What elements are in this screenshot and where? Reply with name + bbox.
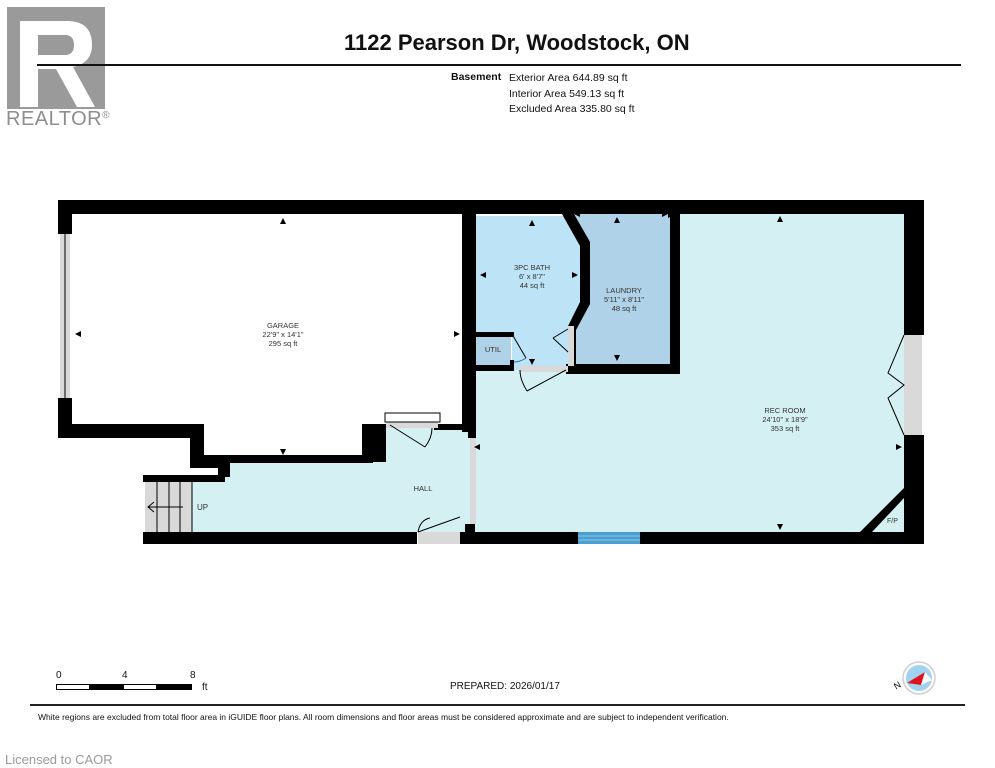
- prepared-date: PREPARED: 2026/01/17: [450, 681, 560, 692]
- room-area: 48 sq ft: [611, 304, 637, 313]
- util-fill: [476, 335, 511, 365]
- interior-area: Interior Area 549.13 sq ft: [509, 87, 624, 100]
- room-name: 3PC BATH: [513, 263, 551, 272]
- room-name: HALL: [413, 484, 433, 493]
- area-summary: Exterior Area 644.89 sq ft Interior Area…: [509, 71, 635, 118]
- excluded-area: Excluded Area 335.80 sq ft: [509, 103, 635, 115]
- room-name: GARAGE: [266, 321, 300, 330]
- room-laundry: LAUNDRY 5'11" x 8'11" 48 sq ft: [604, 286, 644, 313]
- room-dimensions: 24'10" x 18'9": [762, 415, 808, 424]
- footer-divider: [30, 704, 965, 706]
- bath-fill: [476, 216, 582, 370]
- room-3pc-bath: 3PC BATH 6' x 8'7" 44 sq ft: [514, 263, 550, 290]
- room-dimensions: 5'11" x 8'11": [603, 295, 645, 304]
- doors: [374, 328, 905, 533]
- walls: [58, 200, 924, 544]
- laundry-fill: [574, 214, 670, 366]
- room-name: REC ROOM: [764, 406, 806, 415]
- scale-tick-8: 8: [190, 670, 196, 681]
- room-util: UTIL: [485, 345, 501, 354]
- svg-text:N: N: [892, 679, 903, 691]
- header-divider: [37, 64, 961, 66]
- room-dimensions: 6' x 8'7": [519, 272, 545, 281]
- room-area: 295 sq ft: [268, 339, 298, 348]
- room-name: LAUNDRY: [606, 286, 642, 295]
- room-dimensions: 22'9" x 14'1": [262, 330, 304, 339]
- north-compass-icon: N: [892, 661, 936, 695]
- floor-level-label: Basement: [451, 71, 502, 83]
- room-fills: [145, 212, 904, 533]
- stairs-up-label: UP: [197, 503, 209, 512]
- scale-unit: ft: [202, 682, 208, 693]
- realtor-brand-text: REALTOR®: [6, 108, 110, 130]
- room-garage: GARAGE 22'9" x 14'1" 295 sq ft: [262, 321, 303, 348]
- room-area: 44 sq ft: [519, 281, 545, 290]
- room-rec-room: REC ROOM 24'10" x 18'9" 353 sq ft: [762, 406, 807, 433]
- scale-bar: [56, 684, 192, 690]
- dimension-arrows: [75, 211, 902, 530]
- room-area: 353 sq ft: [770, 424, 800, 433]
- license-text: Licensed to CAOR: [5, 752, 113, 767]
- window: [578, 532, 640, 544]
- scale-tick-4: 4: [122, 670, 128, 681]
- room-hall: HALL: [414, 484, 433, 493]
- hall-step-fill: [190, 475, 230, 532]
- page-title: 1122 Pearson Dr, Woodstock, ON: [344, 30, 690, 55]
- rec-room-fill: [470, 212, 904, 532]
- exterior-area: Exterior Area 644.89 sq ft: [509, 72, 628, 84]
- room-name: UTIL: [484, 345, 502, 354]
- fireplace-label: F/P: [887, 518, 898, 525]
- disclaimer-text: White regions are excluded from total fl…: [38, 712, 729, 722]
- scale-tick-0: 0: [56, 670, 62, 681]
- stairs: [147, 481, 193, 533]
- hall-fill: [218, 428, 470, 532]
